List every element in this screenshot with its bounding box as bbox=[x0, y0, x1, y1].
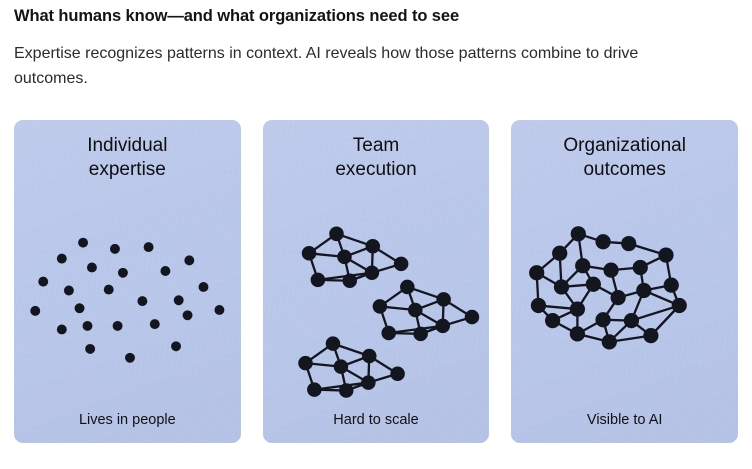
network-node bbox=[372, 299, 387, 314]
network-node bbox=[595, 234, 612, 250]
network-node bbox=[552, 245, 568, 261]
network-node bbox=[310, 272, 325, 288]
network-node bbox=[38, 276, 49, 287]
network-node bbox=[531, 297, 547, 314]
network-node bbox=[436, 292, 451, 307]
network-node bbox=[117, 267, 128, 278]
network-node bbox=[30, 305, 41, 316]
network-node bbox=[103, 284, 114, 295]
network-node bbox=[571, 226, 587, 242]
card-title: Team execution bbox=[335, 135, 417, 181]
network-node bbox=[82, 320, 93, 331]
network-node bbox=[435, 318, 450, 334]
network-node bbox=[338, 383, 354, 398]
network-node bbox=[173, 295, 184, 306]
network-node bbox=[663, 277, 680, 293]
network-node bbox=[671, 297, 688, 314]
network-node bbox=[301, 246, 316, 261]
network-node bbox=[595, 312, 612, 328]
network-node bbox=[399, 279, 415, 295]
network-node bbox=[529, 265, 545, 281]
network-node bbox=[586, 276, 602, 292]
card-title: Organizational outcomes bbox=[563, 135, 686, 181]
network-node bbox=[184, 255, 195, 266]
page-subtitle: Expertise recognizes patterns in context… bbox=[14, 45, 639, 88]
dense-mesh-graphic bbox=[511, 192, 738, 412]
network-node bbox=[636, 282, 652, 299]
network-node bbox=[333, 359, 348, 374]
network-node bbox=[198, 281, 209, 292]
page-title: What humans know—and what organizations … bbox=[14, 7, 460, 25]
network-node bbox=[633, 259, 649, 276]
network-node bbox=[545, 312, 561, 329]
network-node bbox=[381, 325, 396, 341]
network-node bbox=[63, 285, 74, 296]
card-team-execution[interactable]: Team execution Hard to scale bbox=[262, 120, 490, 443]
network-node bbox=[393, 256, 409, 272]
network-node bbox=[610, 289, 627, 306]
network-node bbox=[570, 326, 586, 342]
network-node bbox=[78, 237, 89, 248]
card-footer-label: Lives in people bbox=[78, 412, 176, 428]
card-organizational-outcomes[interactable]: Organizational outcomes Visible to AI bbox=[511, 120, 739, 443]
network-node bbox=[364, 265, 379, 281]
network-node bbox=[621, 235, 637, 252]
network-node bbox=[570, 301, 586, 317]
network-node bbox=[342, 273, 357, 289]
network-node bbox=[325, 336, 340, 351]
network-node bbox=[624, 312, 640, 329]
network-node bbox=[56, 253, 67, 264]
network-node bbox=[112, 320, 123, 331]
network-edge bbox=[630, 304, 681, 322]
network-node bbox=[336, 249, 352, 265]
network-node bbox=[361, 348, 377, 364]
network-node bbox=[306, 382, 322, 397]
network-node bbox=[413, 326, 428, 342]
network-node bbox=[149, 319, 160, 330]
network-node bbox=[328, 226, 344, 242]
network-node bbox=[182, 310, 193, 321]
network-node bbox=[575, 258, 591, 274]
network-node bbox=[160, 266, 171, 276]
card-row: Individual expertise Lives in people Tea… bbox=[14, 120, 739, 443]
network-node bbox=[407, 302, 423, 318]
network-node bbox=[171, 341, 181, 352]
network-node bbox=[554, 279, 570, 295]
scattered-dots-graphic bbox=[14, 192, 241, 412]
network-node bbox=[86, 262, 97, 273]
network-node bbox=[389, 366, 405, 381]
network-node bbox=[125, 352, 135, 363]
network-node bbox=[602, 334, 618, 350]
network-node bbox=[603, 262, 620, 278]
card-individual-expertise[interactable]: Individual expertise Lives in people bbox=[14, 120, 241, 443]
network-node bbox=[658, 247, 674, 263]
network-node bbox=[137, 296, 148, 307]
small-clusters-graphic bbox=[263, 192, 490, 412]
network-node bbox=[109, 243, 120, 254]
network-node bbox=[643, 328, 659, 344]
network-node bbox=[214, 305, 225, 315]
network-node bbox=[143, 242, 154, 253]
network-node bbox=[360, 375, 376, 390]
network-node bbox=[365, 238, 380, 254]
network-node bbox=[56, 324, 67, 335]
network-node bbox=[297, 355, 313, 371]
network-node bbox=[74, 303, 85, 314]
network-node bbox=[85, 343, 96, 354]
card-footer-label: Visible to AI bbox=[586, 412, 663, 428]
network-node bbox=[464, 309, 479, 325]
card-footer-label: Hard to scale bbox=[333, 412, 419, 428]
card-title: Individual expertise bbox=[87, 135, 168, 181]
